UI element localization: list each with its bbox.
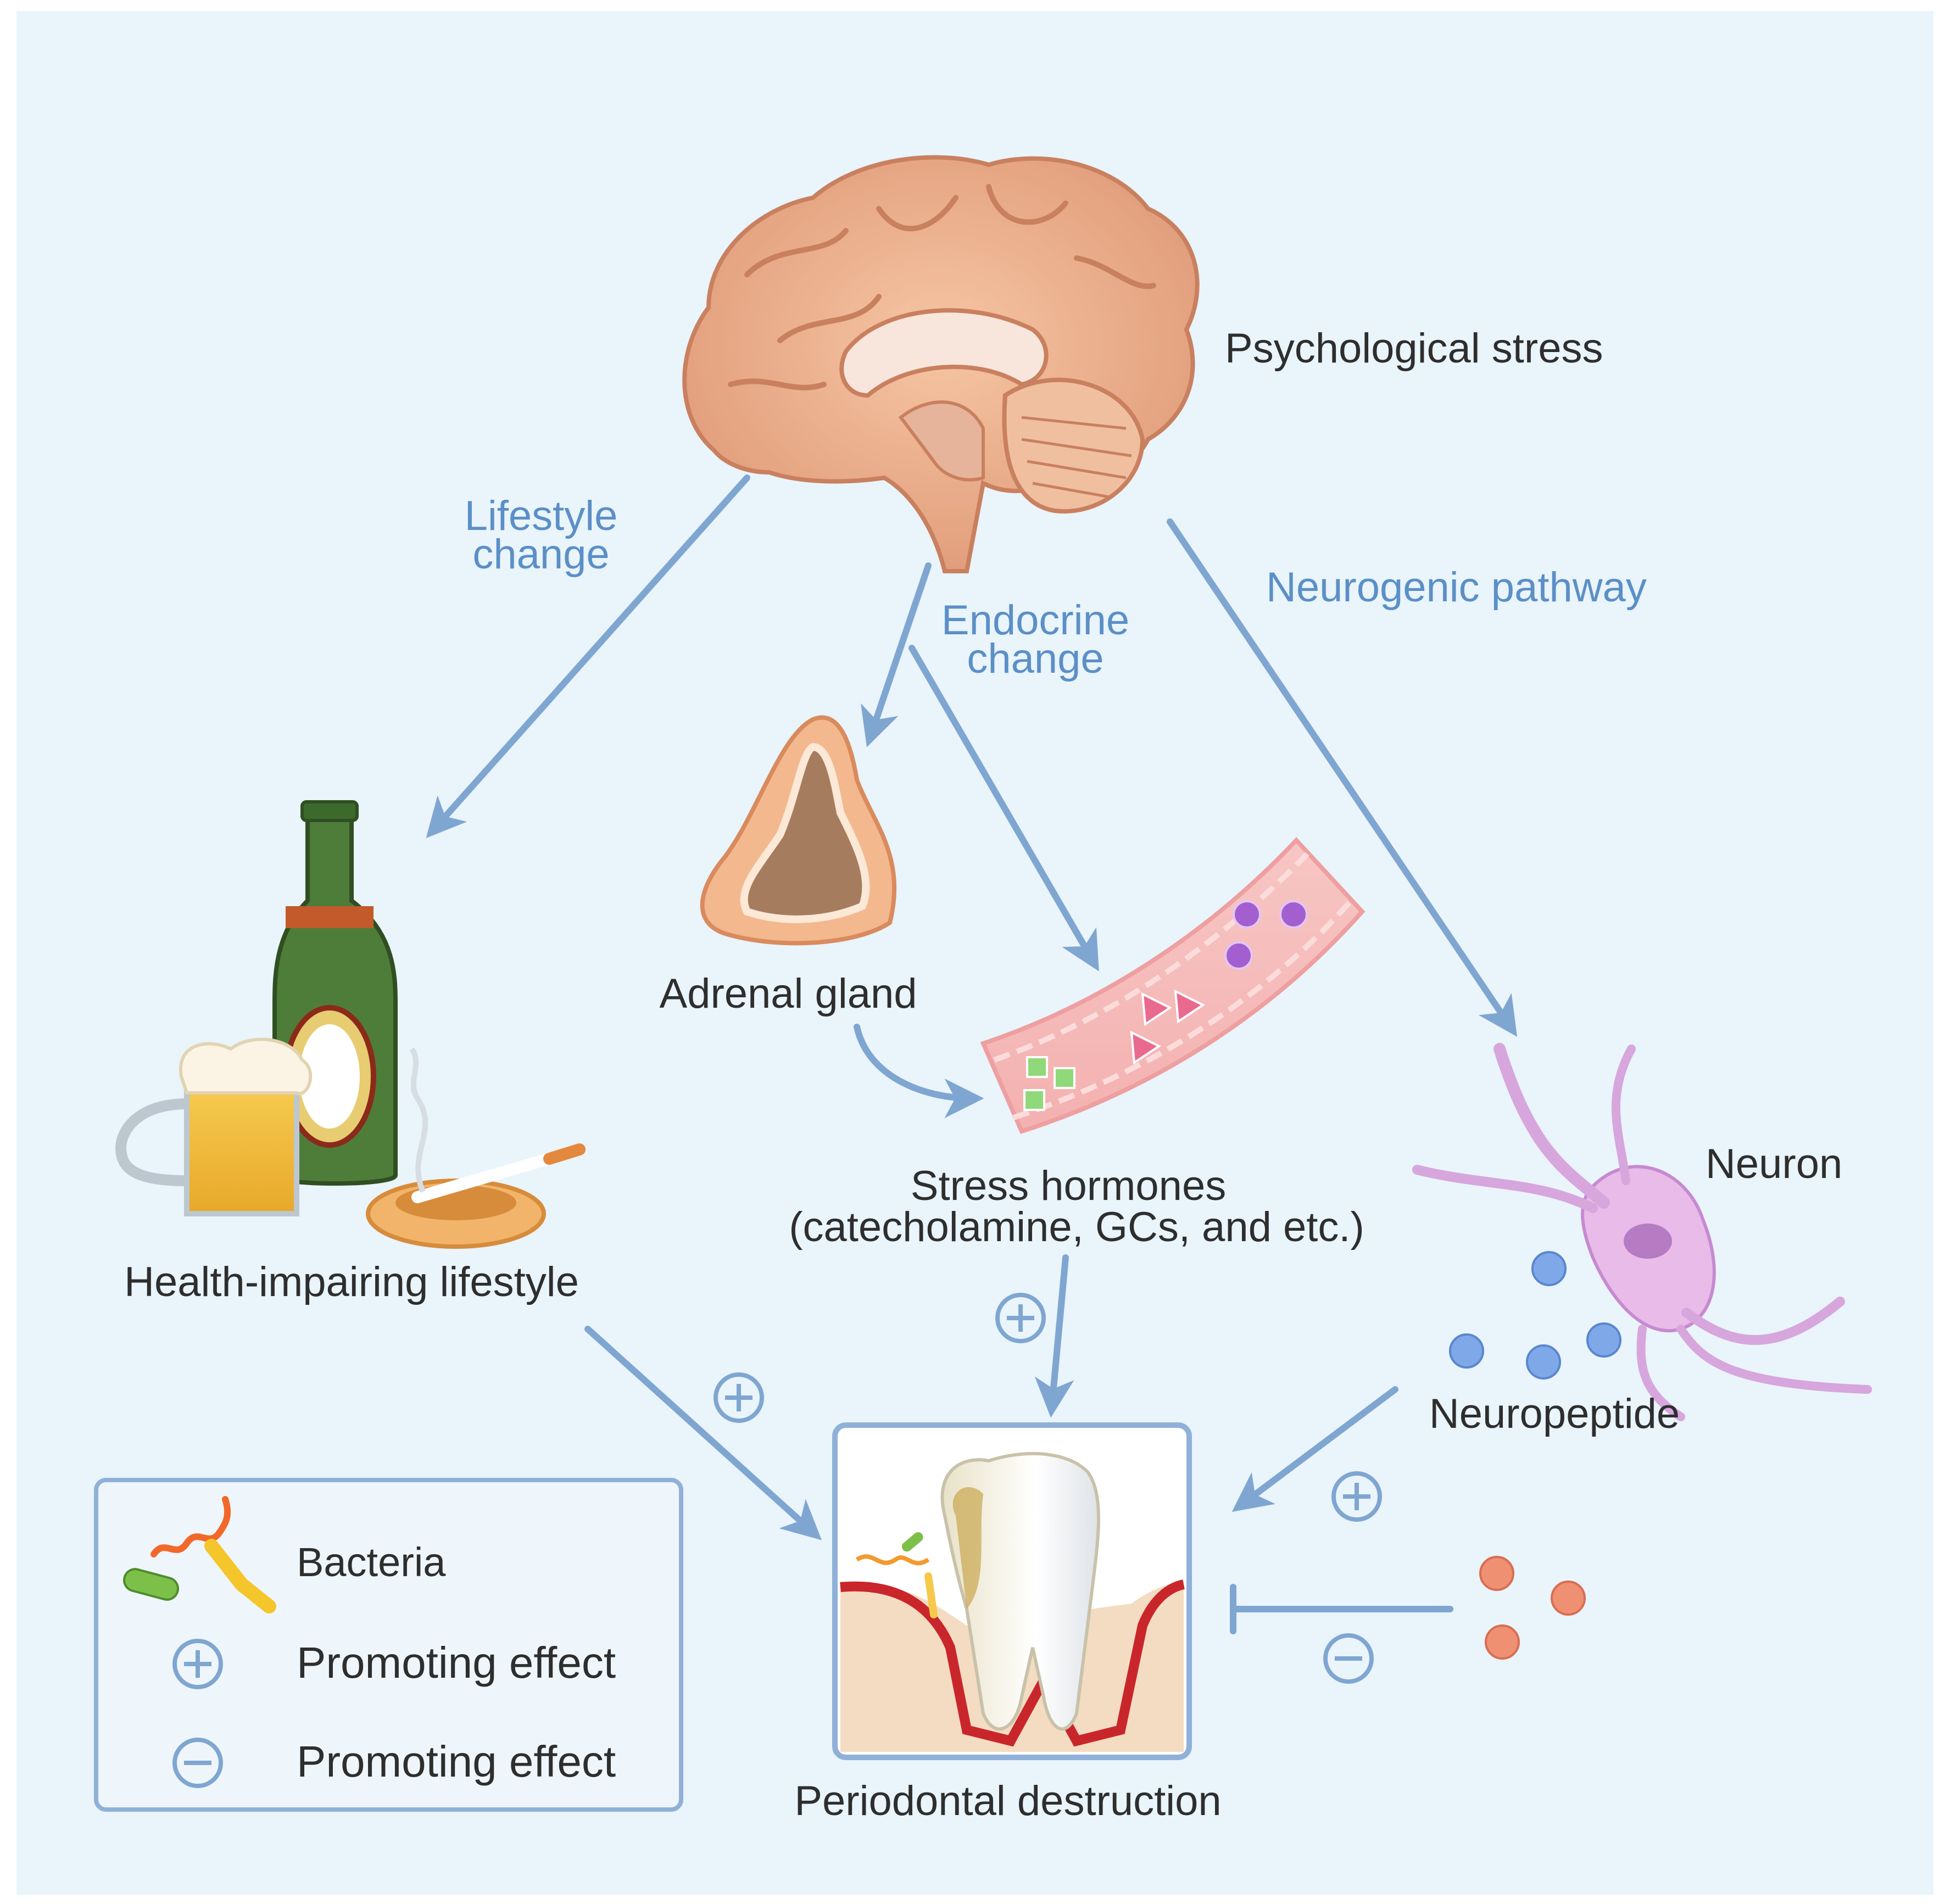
arrows [426, 474, 1518, 1634]
arrow-neuropeptide-tooth [1231, 1386, 1398, 1512]
label-health-impairing-lifestyle: Health-impairing lifestyle [124, 1259, 579, 1305]
brain-illustration [682, 155, 1200, 573]
legend-minus-icon [172, 1738, 223, 1788]
arrow-adrenal-vessel [854, 1024, 984, 1118]
label-periodontal-destruction: Periodontal destruction [794, 1778, 1221, 1824]
label-lifestyle-change-1: Lifestyle [465, 493, 618, 539]
inhibitor-dots [1479, 1556, 1586, 1660]
periodontal-illustration [832, 1422, 1192, 1760]
arrow-lifestyle-change [426, 474, 750, 839]
label-stress-hormones-2: (catecholamine, GCs, and etc.) [789, 1204, 1364, 1250]
label-neurogenic-pathway: Neurogenic pathway [1266, 564, 1647, 611]
hormone-triangles [1130, 989, 1205, 1065]
legend-promoting-label: Promoting effect [297, 1638, 616, 1687]
minus-icon-inhibitor [1323, 1633, 1374, 1684]
label-stress-hormones-1: Stress hormones [911, 1163, 1226, 1209]
legend: Bacteria Promoting effect Promoting effe… [94, 1478, 683, 1812]
label-lifestyle-change-2: change [472, 531, 609, 578]
blood-vessel-illustration [980, 837, 1366, 1134]
plus-icon-hormones [995, 1293, 1046, 1343]
label-adrenal-gland: Adrenal gland [659, 970, 917, 1017]
label-psychological-stress: Psychological stress [1225, 325, 1603, 372]
hormone-stars [1224, 900, 1308, 970]
arrow-endocrine-adrenal [861, 562, 932, 747]
hormone-squares [1023, 1056, 1075, 1111]
plus-icon-lifestyle [714, 1372, 764, 1423]
arrow-lifestyle-tooth [584, 1326, 822, 1540]
neuropeptide-dots [1449, 1251, 1621, 1380]
effect-symbols [714, 1293, 1382, 1684]
bacteria-icon [123, 1496, 276, 1613]
neuron-illustration [1412, 1043, 1872, 1421]
label-endocrine-change-1: Endocrine [941, 597, 1129, 644]
label-neuron: Neuron [1706, 1141, 1842, 1187]
legend-plus-icon [172, 1639, 223, 1689]
adrenal-gland-illustration [700, 715, 897, 946]
label-endocrine-change-2: change [967, 635, 1104, 682]
legend-inhibiting-label: Promoting effect [297, 1737, 616, 1786]
arrow-endocrine-vessel [909, 645, 1099, 971]
plus-icon-neuropeptide [1331, 1471, 1382, 1522]
label-neuropeptide: Neuropeptide [1429, 1391, 1680, 1437]
arrow-hormones-tooth [1034, 1254, 1074, 1418]
arrow-neurogenic [1167, 518, 1518, 1037]
legend-bacteria-label: Bacteria [297, 1539, 446, 1585]
lifestyle-illustration [115, 800, 586, 1249]
